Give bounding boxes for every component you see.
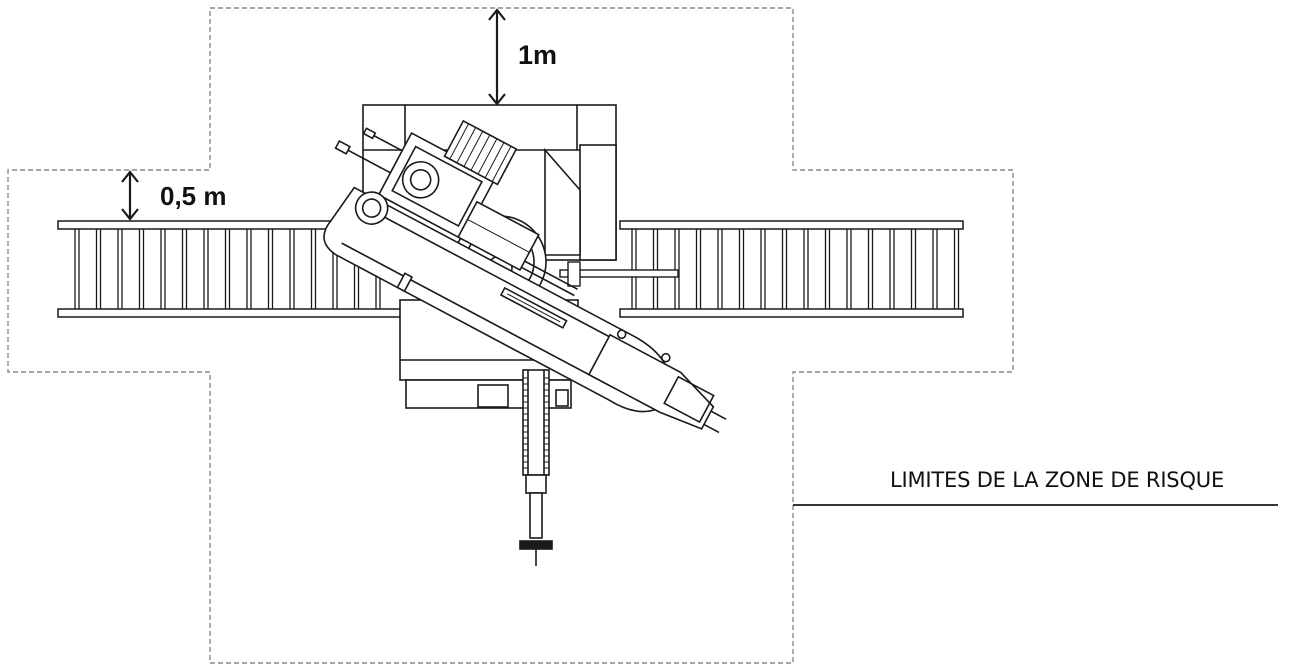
stock-guide	[559, 261, 679, 287]
dimension-arrow-top	[488, 8, 506, 106]
risk-zone-label: LIMITES DE LA ZONE DE RISQUE	[890, 468, 1225, 492]
vice-screw	[519, 369, 553, 566]
dimension-arrow-side	[121, 170, 139, 221]
risk-zone-boundary	[7, 7, 1014, 664]
dimension-label-side: 0,5 m	[160, 181, 227, 211]
right-roller-conveyor	[619, 220, 964, 318]
saw-head-arm	[323, 119, 727, 434]
left-roller-conveyor	[57, 220, 404, 318]
dimension-label-top: 1m	[518, 40, 558, 70]
